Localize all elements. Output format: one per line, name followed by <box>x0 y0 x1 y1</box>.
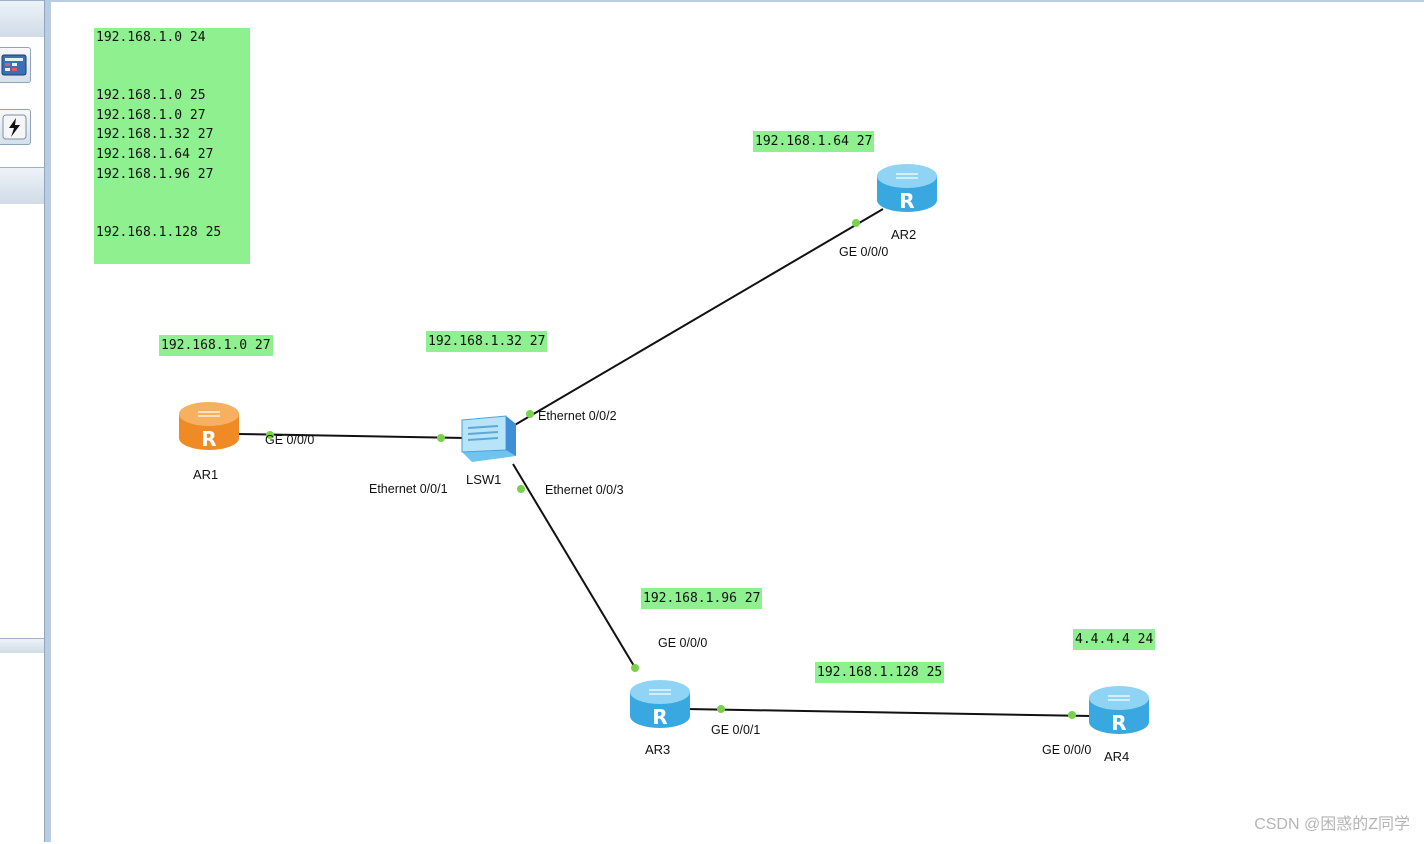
svg-text:R: R <box>1111 711 1126 735</box>
link-ar1-lsw1[interactable] <box>237 433 466 439</box>
device-list-area <box>0 204 46 638</box>
port-dot <box>631 664 639 672</box>
port-dot <box>437 434 445 442</box>
router-ar2[interactable]: R <box>876 162 938 225</box>
link-ar3-ar4[interactable] <box>686 708 1092 717</box>
dock-splitter[interactable] <box>0 638 46 654</box>
topology-canvas[interactable]: 192.168.1.0 24 192.168.1.0 25 192.168.1.… <box>51 0 1424 842</box>
device-name-ar2: AR2 <box>891 227 917 242</box>
label-ar4-network[interactable]: 4.4.4.4 24 <box>1073 629 1156 650</box>
port-label-ar2-ge: GE 0/0/0 <box>839 245 889 259</box>
port-dot <box>1068 711 1076 719</box>
dock-bottom-area <box>0 653 46 842</box>
switch-icon <box>461 415 516 462</box>
device-palette <box>0 37 46 167</box>
label-ar1-network[interactable]: 192.168.1.0 27 <box>159 335 273 356</box>
summary-line: 192.168.1.0 24 <box>96 30 206 45</box>
router-icon: R <box>179 402 239 451</box>
summary-line: 192.168.1.0 27 <box>96 108 206 123</box>
summary-line: 192.168.1.64 27 <box>96 147 214 162</box>
link-lsw1-ar3[interactable] <box>512 463 638 672</box>
router-ar4[interactable]: R <box>1088 684 1150 747</box>
label-link-network[interactable]: 192.168.1.128 25 <box>815 662 945 683</box>
dock-header <box>0 0 46 38</box>
router-icon: R <box>1089 686 1149 735</box>
summary-line: 192.168.1.128 25 <box>96 225 222 240</box>
port-dot <box>526 410 534 418</box>
device-name-lsw1: LSW1 <box>466 472 502 487</box>
label-lsw1-network[interactable]: 192.168.1.32 27 <box>426 331 548 352</box>
port-dot <box>717 705 725 713</box>
router-icon: R <box>877 164 937 213</box>
port-label-ar1-ge: GE 0/0/0 <box>265 433 315 447</box>
router-icon: R <box>630 680 690 729</box>
dock-section-header <box>0 167 46 205</box>
port-label-lsw1-e1: Ethernet 0/0/1 <box>369 482 448 496</box>
link-lsw1-ar2[interactable] <box>512 208 884 427</box>
svg-text:R: R <box>201 427 216 451</box>
router-ar1[interactable]: R <box>178 400 240 463</box>
svg-text:R: R <box>899 189 914 213</box>
svg-text:R: R <box>652 705 667 729</box>
connection-tool-button[interactable] <box>0 109 31 145</box>
port-label-ar4-ge: GE 0/0/0 <box>1042 743 1092 757</box>
toolbox-icon <box>1 54 27 76</box>
device-name-ar1: AR1 <box>193 467 219 482</box>
switch-lsw1[interactable] <box>460 410 518 473</box>
device-name-ar3: AR3 <box>645 742 671 757</box>
port-label-lsw1-e2: Ethernet 0/0/2 <box>538 409 617 423</box>
toolbox-button[interactable] <box>0 47 31 83</box>
port-dot <box>266 431 274 439</box>
label-ar2-network[interactable]: 192.168.1.64 27 <box>753 131 875 152</box>
links-layer <box>237 208 1092 719</box>
left-dock-panel <box>0 0 47 842</box>
port-label-ar3-ge0: GE 0/0/0 <box>658 636 708 650</box>
port-dot <box>517 485 525 493</box>
summary-line: 192.168.1.0 25 <box>96 88 206 103</box>
lightning-icon <box>2 114 27 140</box>
label-ar3-network[interactable]: 192.168.1.96 27 <box>641 588 763 609</box>
port-label-ar3-ge1: GE 0/0/1 <box>711 723 761 737</box>
summary-line: 192.168.1.32 27 <box>96 127 214 142</box>
device-name-ar4: AR4 <box>1104 749 1130 764</box>
summary-line: 192.168.1.96 27 <box>96 167 214 182</box>
port-dot <box>852 219 860 227</box>
port-label-lsw1-e3: Ethernet 0/0/3 <box>545 483 624 497</box>
subnet-summary-box: 192.168.1.0 24 192.168.1.0 25 192.168.1.… <box>94 28 250 264</box>
watermark: CSDN @困惑的Z同学 <box>1254 816 1410 833</box>
router-ar3[interactable]: R <box>629 678 691 741</box>
